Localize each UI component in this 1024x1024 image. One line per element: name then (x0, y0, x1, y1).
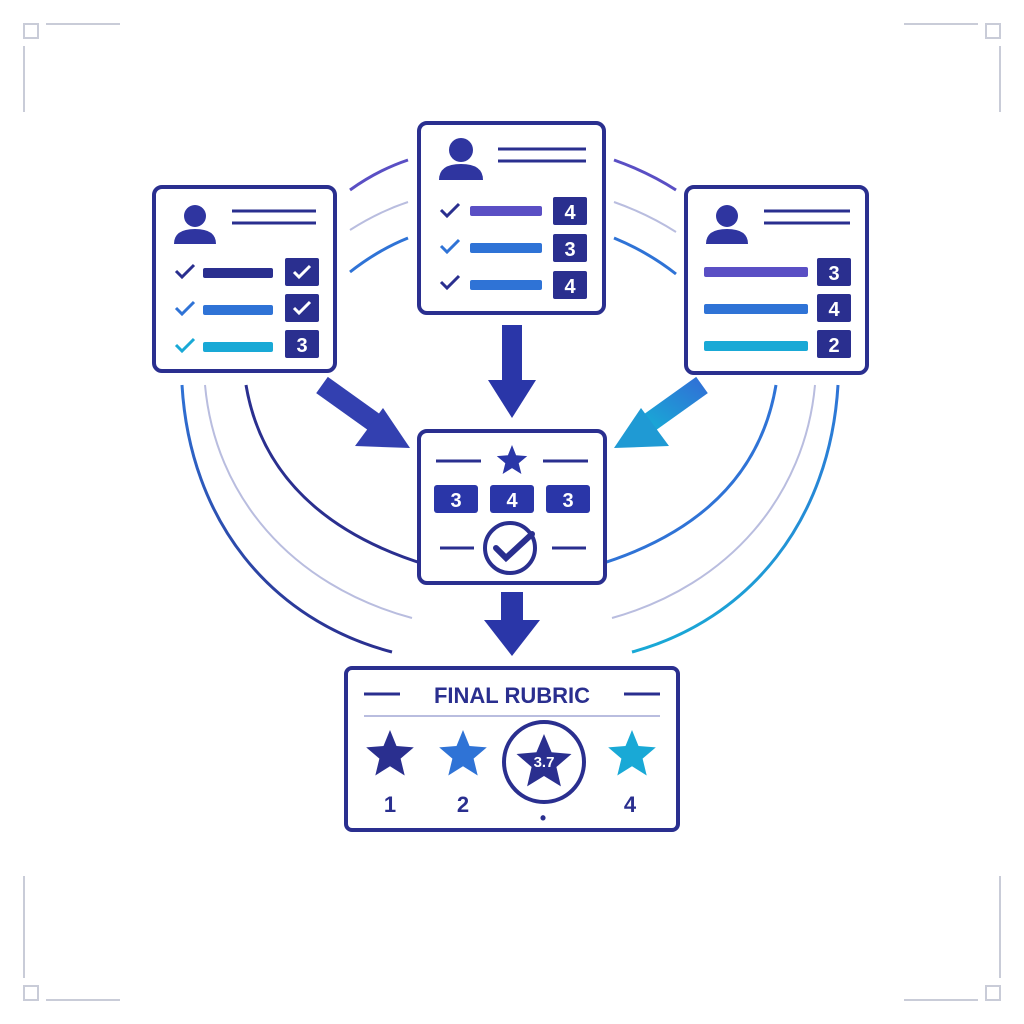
score-value: 4 (564, 276, 576, 298)
check-icon (174, 337, 196, 354)
aggregate-score: 3 (562, 490, 573, 512)
reviewer-card-left: 3 (152, 185, 337, 373)
user-avatar-icon (174, 205, 216, 244)
connector-arcs (180, 158, 840, 654)
rubric-level-label: 1 (384, 792, 396, 817)
aggregate-score: 3 (450, 490, 461, 512)
check-icon (439, 238, 461, 255)
star-icon (439, 730, 487, 776)
check-icon (174, 263, 196, 280)
score-value: 4 (564, 202, 576, 224)
approved-check-icon (483, 521, 537, 575)
check-icon (292, 264, 312, 280)
check-icon (174, 300, 196, 317)
arrow-aggregator-to-final (484, 592, 540, 656)
aggregator-card: 3 4 3 (417, 429, 607, 585)
score-value: 3 (828, 263, 839, 285)
star-icon (608, 730, 656, 776)
star-icon (366, 730, 414, 776)
star-badge-icon (516, 734, 572, 787)
check-icon (292, 300, 312, 316)
arrow-center-to-aggregator (488, 325, 536, 418)
star-icon (496, 445, 528, 474)
arrow-left-to-aggregator (316, 376, 410, 448)
user-avatar-icon (706, 205, 748, 244)
flow-arrows (316, 325, 708, 656)
average-score-value: 3.7 (534, 754, 555, 771)
score-value: 4 (828, 299, 840, 321)
check-icon (439, 274, 461, 291)
score-value: 3 (564, 239, 575, 261)
final-rubric-card: FINAL RUBRIC 3.7 1 2 • 4 (344, 666, 680, 832)
aggregate-score: 4 (506, 490, 518, 512)
rubric-level-label: 4 (624, 792, 637, 817)
rubric-level-label: 2 (457, 792, 469, 817)
arrow-right-to-aggregator (614, 376, 708, 448)
user-avatar-icon (439, 138, 483, 180)
rubric-level-label: • (540, 808, 546, 828)
corner-frame (23, 23, 1001, 1001)
score-value: 2 (828, 335, 839, 357)
score-value: 3 (296, 335, 307, 357)
final-rubric-title: FINAL RUBRIC (434, 683, 590, 708)
check-icon (439, 202, 461, 219)
reviewer-card-center: 4 3 4 (417, 121, 606, 315)
reviewer-card-right: 3 4 2 (684, 185, 869, 375)
